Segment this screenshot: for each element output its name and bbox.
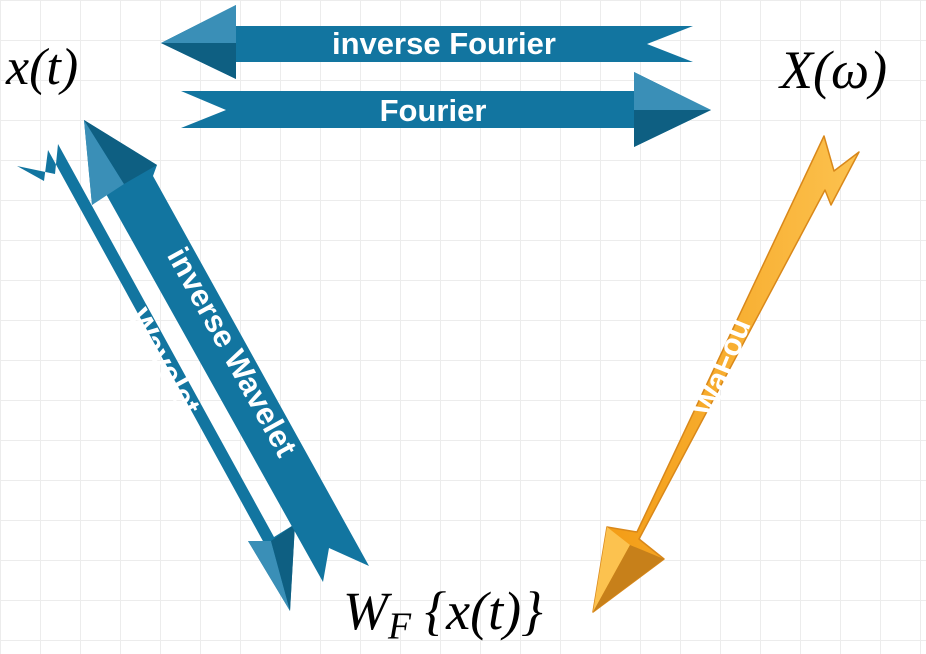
frequency-spectrum-node: X(ω)	[780, 40, 888, 100]
inverse-wavelet-arrow: inverse Wavelet	[84, 120, 369, 582]
inverse-wavelet-arrow-head-highlight	[84, 120, 124, 205]
fourier-arrow-head-highlight	[634, 72, 711, 110]
wavelet-arrow-head-shade	[271, 524, 295, 611]
wavelet-transform-node: WF {x(t)}	[343, 581, 543, 648]
inverse-fourier-arrow-body	[161, 5, 693, 79]
inverse-fourier-arrow-head-highlight	[161, 5, 236, 43]
inverse-fourier-label: inverse Fourier	[332, 26, 556, 61]
wafou-label: WaFou	[687, 313, 758, 421]
fourier-label: Fourier	[380, 93, 487, 128]
wavelet-transform-subscript: F	[387, 605, 412, 648]
wafou-arrow-head-shade	[593, 545, 664, 612]
inverse-fourier-arrow: inverse Fourier	[161, 5, 693, 79]
inverse-wavelet-arrow-head-shade	[84, 120, 157, 184]
wafou-arrow: WaFou	[592, 135, 860, 613]
fourier-arrow: Fourier	[181, 72, 711, 147]
fourier-arrow-body	[181, 72, 711, 147]
fourier-arrow-head-shade	[634, 110, 711, 147]
wafou-arrow-head-highlight	[593, 527, 630, 612]
inverse-wavelet-arrow-body	[84, 120, 369, 582]
wavelet-arrow-head-highlight	[248, 541, 290, 611]
inverse-wavelet-label: inverse Wavelet	[160, 241, 304, 462]
inverse-fourier-arrow-head-shade	[161, 43, 236, 79]
time-signal-node: x(t)	[6, 39, 79, 96]
